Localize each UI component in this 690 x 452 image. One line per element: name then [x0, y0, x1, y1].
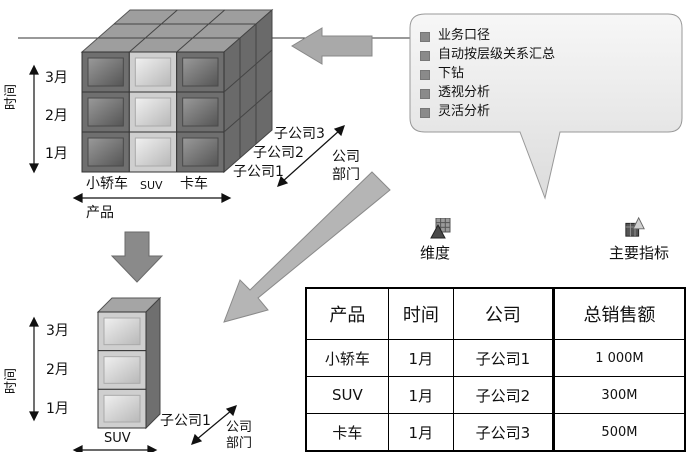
table-cell: 300M [551, 376, 686, 414]
top-company-label: 子公司1 [233, 164, 284, 180]
bullet-square-icon [420, 108, 430, 118]
slice-company-axis-label: 公司 部门 [226, 420, 253, 451]
callout-list: 业务口径 自动按层级关系汇总 下钻 透视分析 灵活分析 [420, 26, 555, 121]
cube-edge [129, 9, 178, 53]
cube-cell [128, 51, 178, 93]
fact-table: 产品 时间 公司 总销售额 小轿车 1月 子公司1 1 000M SUV 1月 … [305, 287, 686, 452]
table-row: 卡车 1月 子公司3 500M [305, 413, 686, 452]
bullet-square-icon [420, 51, 430, 61]
table-cell: 1月 [387, 339, 455, 377]
cube-edge [223, 89, 273, 133]
slice-cell [97, 311, 147, 352]
dimension-icon [430, 218, 451, 239]
callout-item: 业务口径 [420, 26, 555, 45]
slice-axes [29, 316, 237, 452]
slice-cell [97, 388, 147, 429]
table-cell: 子公司3 [453, 413, 554, 452]
top-month-label: 3月 [45, 70, 68, 86]
slice-month-label: 2月 [46, 362, 69, 378]
table-cell: 小轿车 [305, 339, 389, 377]
top-time-axis-label: 时间 [4, 83, 19, 110]
callout-item: 下钻 [420, 64, 555, 83]
cube-edge [223, 49, 273, 93]
table-cell: 卡车 [305, 413, 389, 452]
callout-item: 透视分析 [420, 83, 555, 102]
top-product-label: SUV [140, 179, 163, 192]
table-cell: 子公司1 [453, 339, 554, 377]
table-header-row: 产品 时间 公司 总销售额 [305, 287, 686, 340]
cube-cell [128, 131, 178, 173]
slice-month-label: 3月 [46, 323, 69, 339]
top-product-label: 小轿车 [86, 176, 128, 192]
arrow-bubble-to-cube [291, 27, 373, 65]
callout-item: 自动按层级关系汇总 [420, 45, 555, 64]
top-company-axis-label: 公司 部门 [332, 149, 360, 183]
arrow-diagonal [223, 171, 391, 323]
bullet-square-icon [420, 32, 430, 42]
arrow-slice-down [110, 231, 164, 283]
cube-cell [81, 131, 130, 173]
top-month-label: 2月 [45, 108, 68, 124]
table-cell: 1 000M [551, 339, 686, 377]
table-cell: 500M [551, 413, 686, 452]
slice-cube [96, 296, 162, 430]
table-cell: 1月 [387, 413, 455, 452]
table-header: 时间 [387, 287, 455, 340]
bullet-square-icon [420, 70, 430, 80]
dimension-label: 维度 [420, 244, 451, 262]
top-axes [29, 64, 345, 203]
table-cell: 1月 [387, 376, 455, 414]
table-row: 小轿车 1月 子公司1 1 000M [305, 339, 686, 377]
measure-icon [625, 216, 645, 237]
cube-cell [81, 91, 130, 133]
table-header: 产品 [305, 287, 389, 340]
slice-product-label: SUV [104, 431, 131, 446]
table-header: 公司 [453, 287, 554, 340]
top-company-label: 子公司2 [253, 145, 304, 161]
cube-cell [81, 51, 130, 93]
top-cube [80, 8, 274, 174]
callout-bubble [409, 13, 683, 200]
slice-time-axis-label: 时间 [4, 367, 19, 394]
cube-cell [176, 91, 225, 133]
callout-item: 灵活分析 [420, 102, 555, 121]
slice-month-label: 1月 [46, 401, 69, 417]
cube-cell [128, 91, 178, 133]
cube-cell [176, 51, 225, 93]
slice-company-label: 子公司1 [160, 413, 211, 429]
table-row: SUV 1月 子公司2 300M [305, 376, 686, 414]
top-company-label: 子公司3 [274, 126, 325, 142]
table-header: 总销售额 [551, 287, 686, 340]
cube-edge [176, 9, 225, 53]
cube-cell [176, 131, 225, 173]
slice-cell [97, 350, 147, 390]
top-product-axis-label: 产品 [86, 205, 114, 221]
top-product-label: 卡车 [180, 176, 208, 192]
table-cell: 子公司2 [453, 376, 554, 414]
measure-label: 主要指标 [609, 244, 670, 262]
table-cell: SUV [305, 376, 389, 414]
top-month-label: 1月 [45, 146, 68, 162]
bullet-square-icon [420, 89, 430, 99]
